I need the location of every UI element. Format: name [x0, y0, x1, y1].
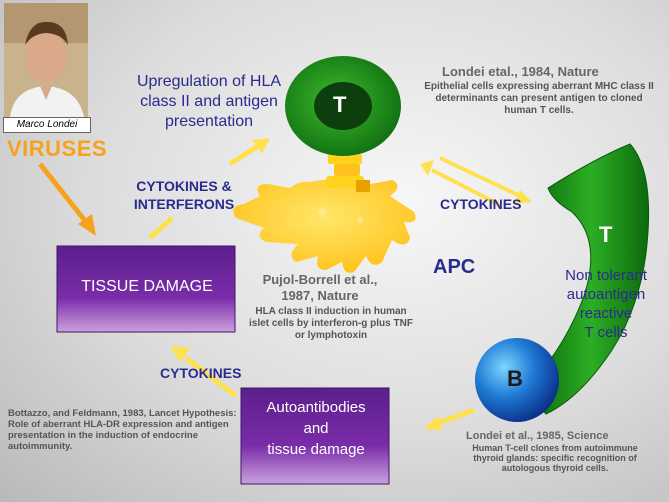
b-cell-label: B: [507, 366, 523, 391]
londei1984-text: Epithelial cells expressing aberrant MHC…: [424, 81, 654, 116]
nontolerant-label: Non tolerant autoantigen reactive T cell…: [556, 266, 656, 342]
photo-caption: Marco Londei: [3, 117, 91, 133]
pujol-title: Pujol-Borrell et al., 1987, Nature: [262, 272, 378, 303]
tissue-damage-box: [56, 245, 236, 333]
arrow-autoantibodies-to-tissue: [170, 346, 238, 398]
cytokines-interferons-line1: CYTOKINES &: [136, 178, 232, 194]
cytokines-interferons-label: CYTOKINES & INTERFERONS: [126, 177, 242, 213]
londei1985-text: Human T-cell clones from autoimmune thyr…: [472, 443, 638, 473]
londei1985-title: Londei et al., 1985, Science: [466, 430, 609, 442]
t-cell-top: [285, 56, 401, 156]
cytokines-interferons-line2: INTERFERONS: [133, 196, 235, 212]
upregulation-label: Upregulation of HLA class II and antigen…: [136, 73, 282, 130]
autoantibodies-line3: tissue damage: [267, 441, 365, 458]
t-cell-right-label: T: [599, 222, 613, 247]
cytokines-bottom-label: CYTOKINES: [160, 365, 242, 381]
apc-label: APC: [433, 256, 476, 278]
autoantibodies-label: Autoantibodies and tissue damage: [242, 397, 390, 460]
arrow-viruses-to-tissue: [38, 162, 96, 236]
b-cell: [475, 338, 559, 422]
arrow-b-to-autoantibodies: [424, 407, 475, 430]
arrow-upregulation-to-t: [228, 138, 270, 167]
mhc-receptor-complex: [326, 154, 370, 192]
t-cell-top-label: T: [333, 92, 347, 117]
pujol-text: HLA class II induction in human islet ce…: [249, 306, 413, 341]
bottazzo-text: Bottazzo, and Feldmann, 1983, Lancet Hyp…: [8, 408, 237, 452]
portrait-photo: [4, 3, 88, 117]
nontolerant-line1: Non tolerant: [565, 267, 647, 284]
t-cell-right: [532, 143, 650, 415]
autoantibodies-line2: and: [303, 420, 329, 437]
arrows-t-to-right-t-cell: [420, 156, 532, 207]
nontolerant-line4: T cells: [584, 324, 628, 341]
nontolerant-line2: autoantigen: [566, 286, 646, 303]
arrow-tissue-to-apc: [148, 216, 174, 240]
autoantibodies-line1: Autoantibodies: [266, 399, 366, 416]
tissue-damage-label: TISSUE DAMAGE: [81, 278, 213, 295]
cytokines-right-label: CYTOKINES: [440, 196, 522, 212]
autoantibodies-box: [240, 387, 390, 485]
apc-cell: [233, 179, 416, 273]
londei1984-title: Londei etal., 1984, Nature: [442, 64, 599, 79]
nontolerant-line3: reactive: [579, 305, 633, 322]
viruses-label: VIRUSES: [7, 136, 108, 161]
